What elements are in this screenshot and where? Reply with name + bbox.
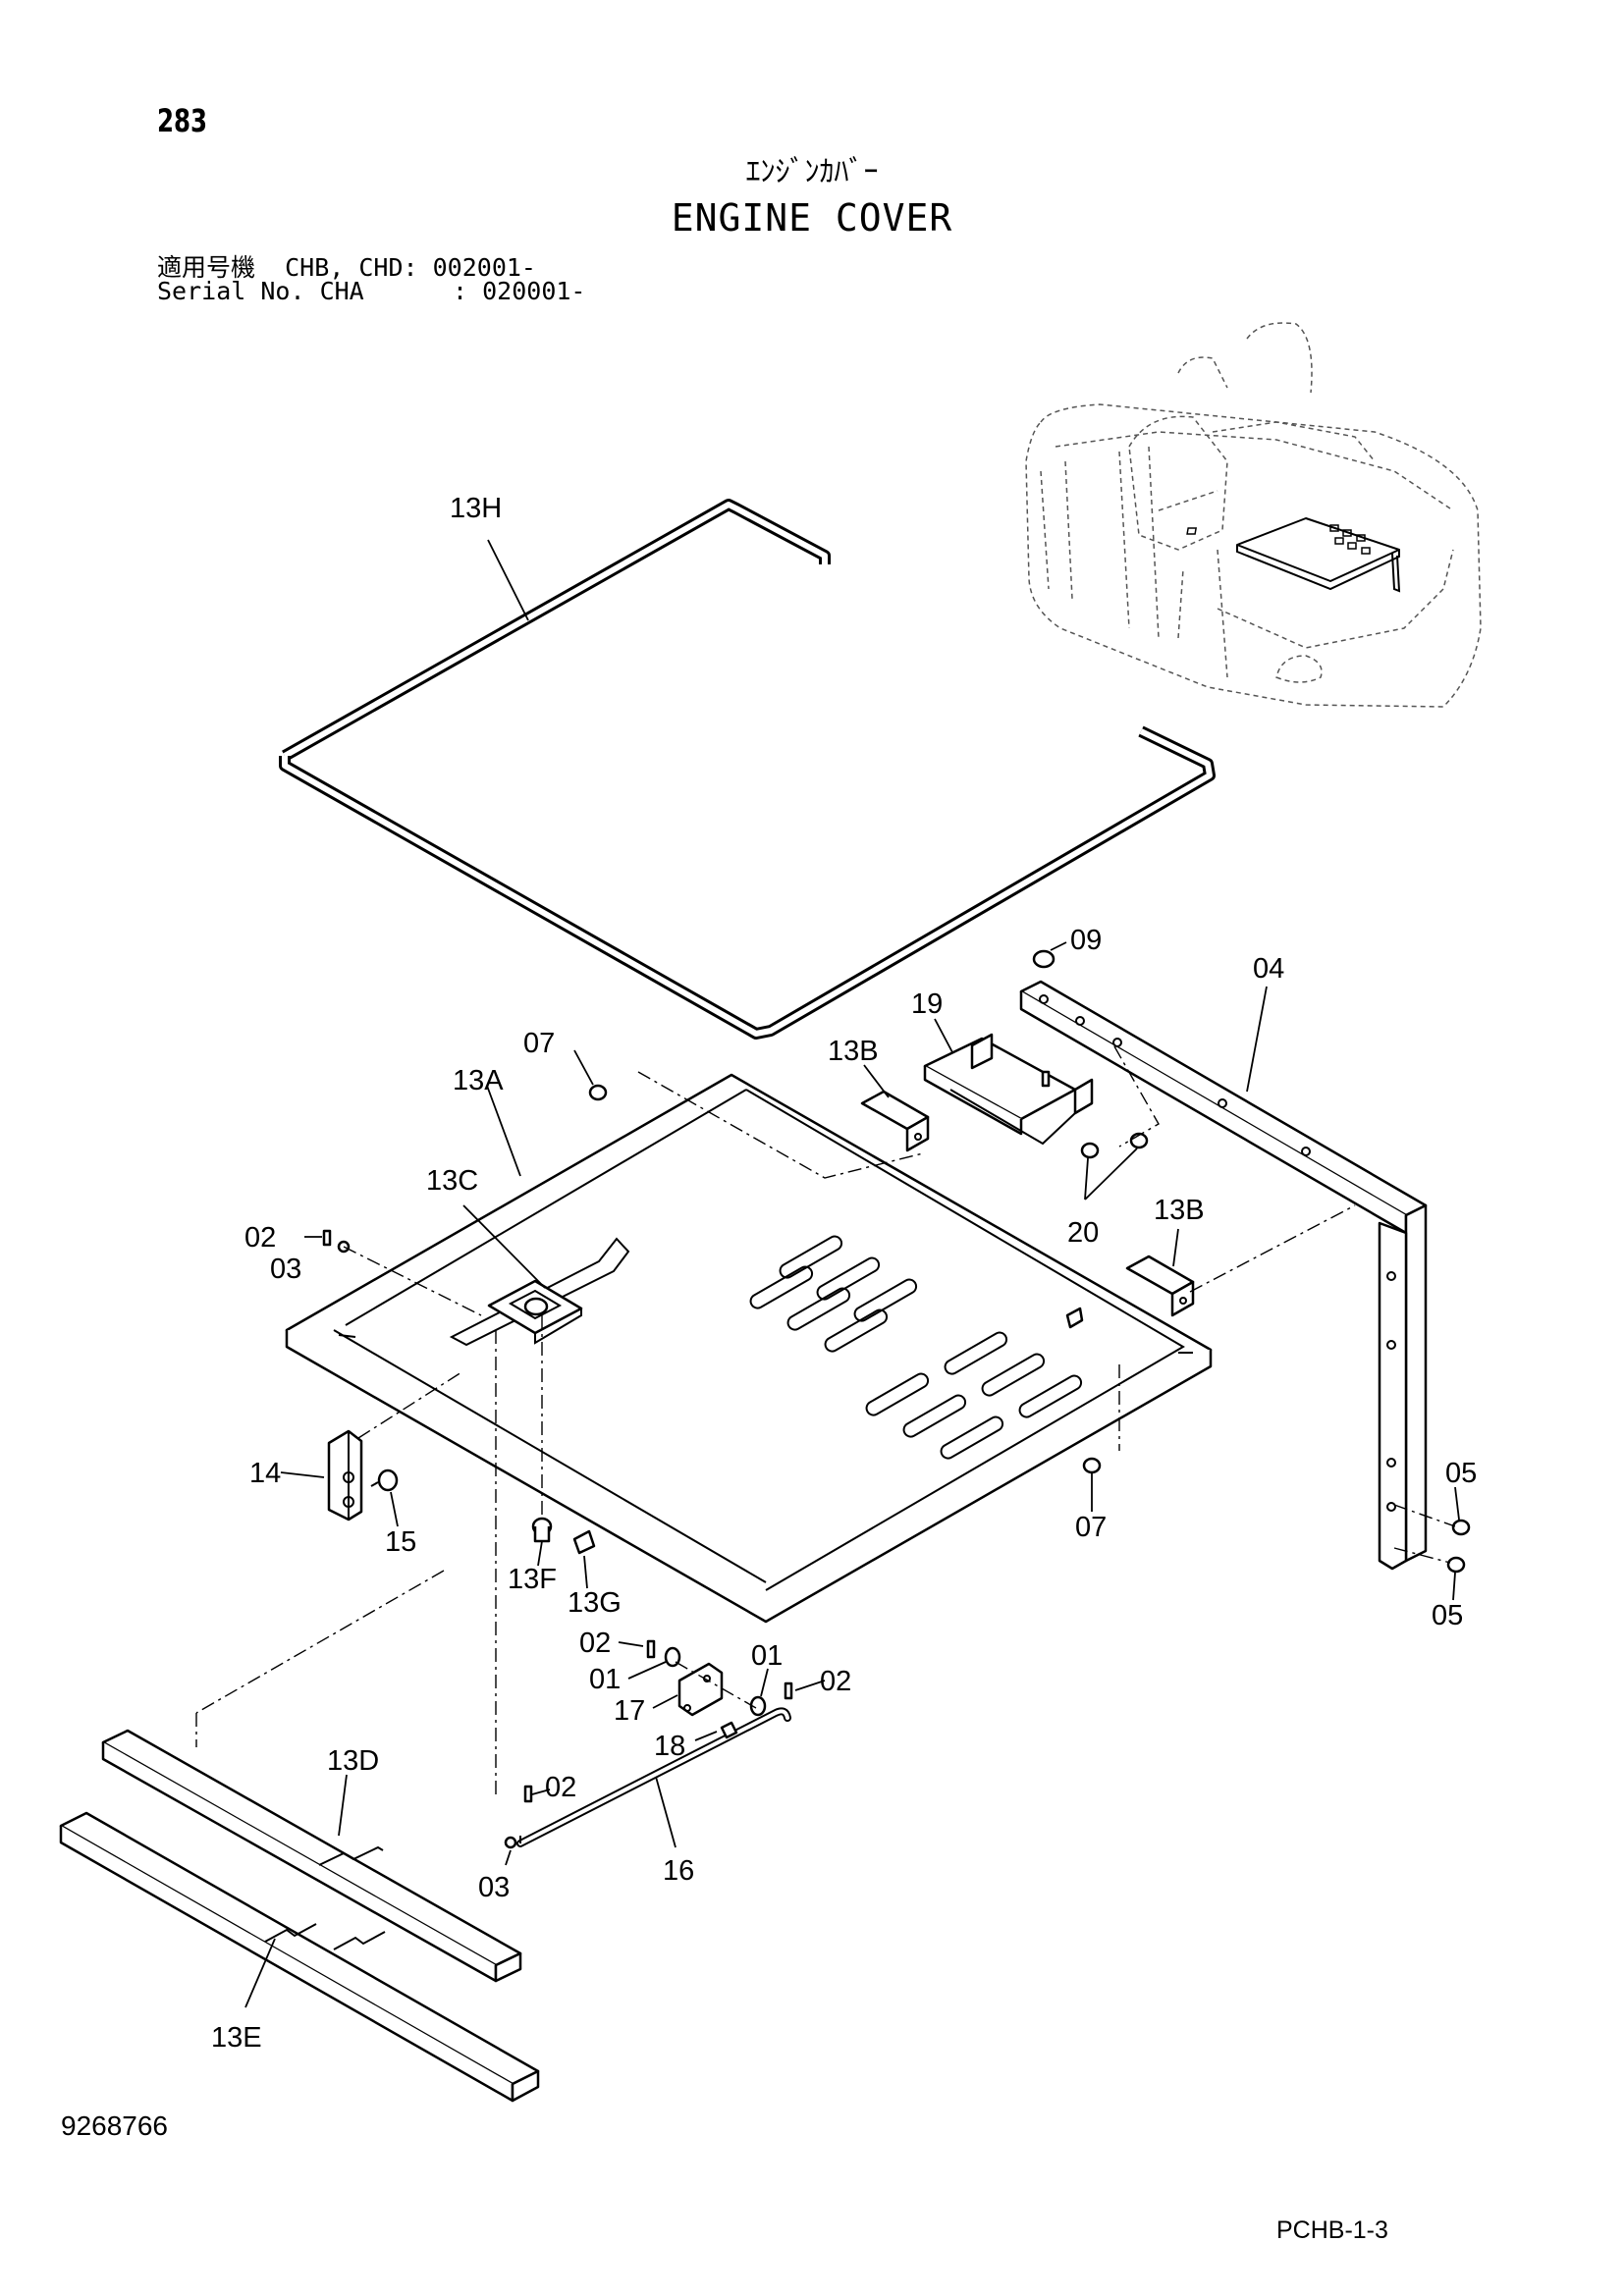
page-title: ENGINE COVER [671,196,953,240]
part-15-bolt [370,1468,399,1492]
callout-05-bottom: 05 [1432,1600,1463,1631]
page-code: PCHB-1-3 [1276,2216,1388,2244]
part-13G-clip [572,1529,596,1555]
part-13F-knob [531,1517,553,1543]
small-fasteners [322,949,1471,1849]
callout-13A: 13A [453,1065,504,1096]
callout-02-left: 02 [244,1222,276,1254]
callout-04: 04 [1253,953,1284,985]
leader-lines [244,539,1460,2008]
callout-13G: 13G [568,1587,622,1619]
callout-01-right: 01 [751,1640,783,1672]
callout-13D: 13D [327,1745,379,1777]
part-16-rod [516,1707,791,1847]
part-19-bracket [923,1033,1094,1146]
callout-02-right: 02 [820,1666,851,1697]
callout-17: 17 [614,1695,645,1727]
part-13E-foam-strip [59,1811,540,2103]
callout-13F: 13F [508,1564,557,1595]
part-13C-latch [487,1279,583,1345]
callout-15: 15 [385,1526,416,1558]
part-14-hinge-plate [327,1429,363,1522]
serial-number-line: Serial No. CHA : 020001- [157,277,586,305]
part-13B-hinge-top [860,1090,930,1152]
callout-07-bottom: 07 [1075,1512,1107,1543]
vent-slots [749,1235,1083,1460]
machine-location-thumbnail [1025,322,1482,708]
callout-13H: 13H [450,493,502,524]
callout-09: 09 [1070,925,1102,956]
callout-05-top: 05 [1445,1458,1477,1489]
callout-03-left: 03 [270,1254,301,1285]
part-13D-foam-strip [101,1729,522,1983]
callout-13C: 13C [426,1165,478,1197]
callout-labels: 13H 09 04 19 13B 07 13A 13C 02 03 20 13B… [211,493,1477,2054]
assembly-lines [195,1045,1456,1796]
callout-03-low: 03 [478,1872,510,1903]
part-17-bracket [677,1662,724,1717]
callout-13B-right: 13B [1154,1195,1205,1226]
callout-14: 14 [249,1458,281,1489]
callout-19: 19 [911,988,943,1020]
callout-02-mid: 02 [579,1628,611,1659]
callout-07-top: 07 [523,1028,555,1059]
serial-applicability-line: 適用号機 CHB, CHD: 002001- [157,253,536,282]
part-13B-hinge-right [1125,1255,1195,1317]
page-number: 283 [157,102,208,139]
callout-02-low: 02 [545,1772,576,1803]
drawing-number: 9268766 [61,2110,169,2141]
callout-01-left: 01 [589,1664,621,1695]
callout-13E: 13E [211,2022,262,2054]
part-13A-cover-panel [285,1073,1213,1624]
callout-13B-top: 13B [828,1036,879,1067]
part-13H-seal [279,499,1216,1040]
title-japanese: ｴﾝｼﾞﾝｶﾊﾞｰ [745,155,879,189]
callout-20: 20 [1067,1217,1099,1249]
callout-16: 16 [663,1855,694,1887]
callout-18: 18 [654,1731,685,1762]
